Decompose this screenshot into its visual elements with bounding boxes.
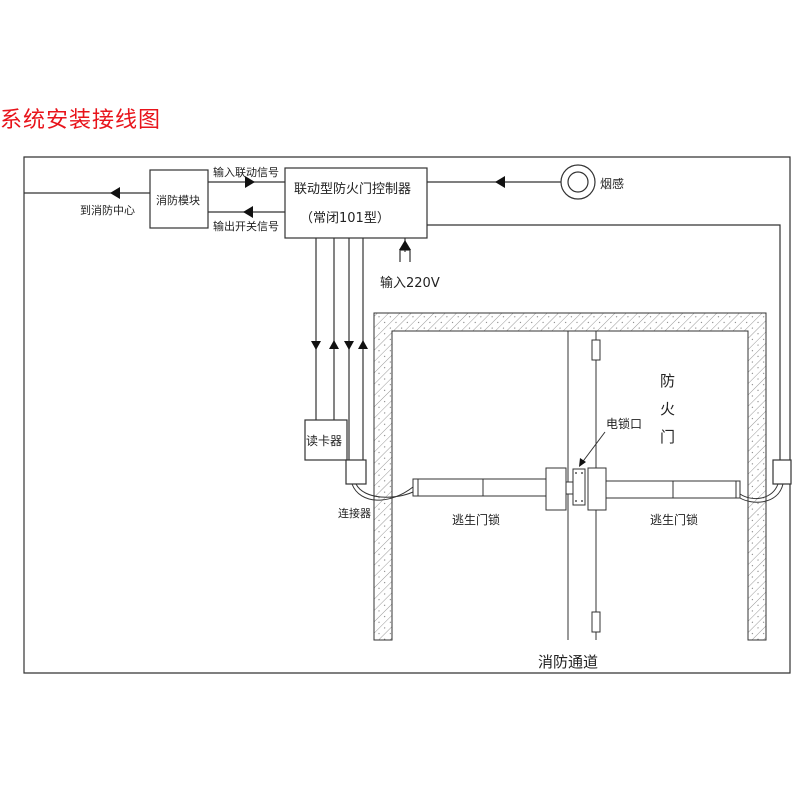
output-switch-label: 输出开关信号 [213,219,279,233]
bolt-bottom [591,611,601,633]
power-input-label: 输入220V [380,275,440,291]
fire-module-label: 消防模块 [156,193,200,207]
outer-frame [23,156,791,674]
diagram-title: 系统安装接线图 [0,108,162,133]
card-reader-box [304,419,348,461]
wall-hatch [373,312,767,641]
bolt-top [591,339,601,361]
controller-label: 联动型防火门控制器 [294,181,411,197]
connector-label: 连接器 [338,507,371,520]
controller-model-label: （常闭101型） [300,211,390,226]
connector-box-left [345,459,367,485]
fire-module-box [149,169,209,229]
escape-lock-left-label: 逃生门锁 [452,512,500,527]
escape-lock-right-label: 逃生门锁 [650,512,698,527]
fire-door-label: 防 [660,372,675,390]
controller-box [284,167,428,239]
escape-bar-left [412,478,547,497]
card-reader-label: 读卡器 [306,434,342,448]
signal-arrows [110,176,505,350]
smoke-detector-label: 烟感 [600,176,624,191]
fire-door-label: 火 [660,400,675,418]
smoke-detector-icon [560,164,596,200]
fire-passage-label: 消防通道 [538,653,598,671]
connector-box-right [772,459,792,485]
fire-door-label: 门 [660,428,675,446]
input-linkage-label: 输入联动信号 [213,165,279,179]
electric-strike [572,468,586,506]
to-fire-center-label: 到消防中心 [80,203,135,217]
electric-strike-label: 电锁口 [606,416,642,431]
